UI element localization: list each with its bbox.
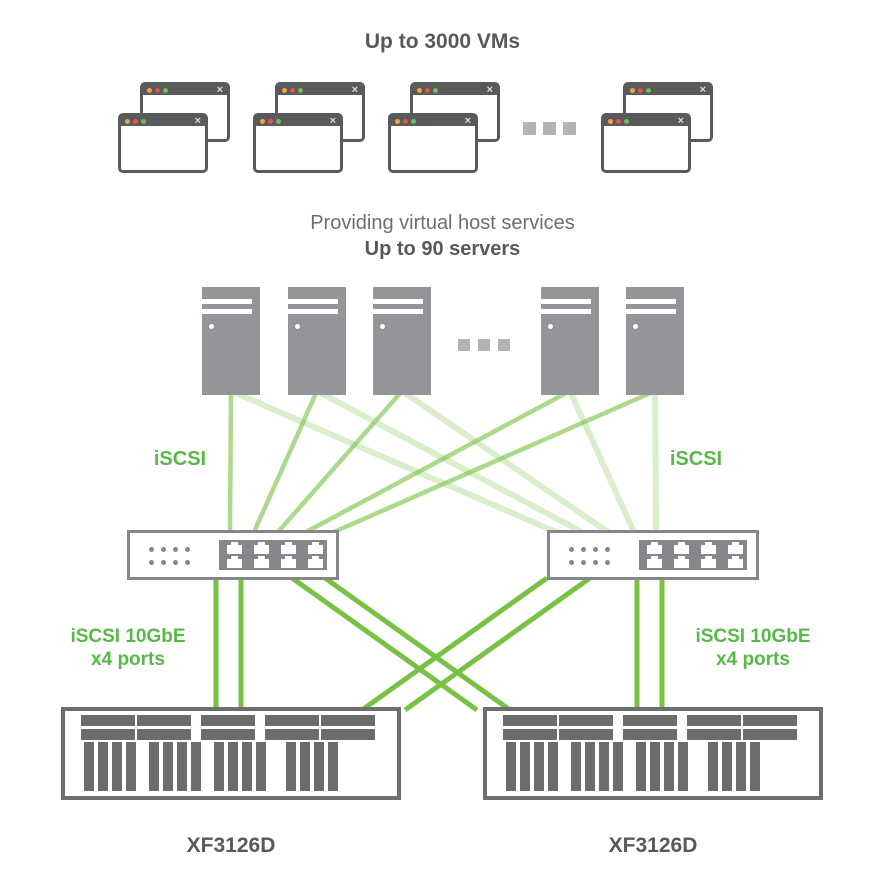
ports-label-line2: x4 ports bbox=[716, 649, 790, 670]
ethernet-port-icon bbox=[281, 542, 296, 554]
close-icon bbox=[330, 116, 336, 126]
storage-array-icon bbox=[483, 707, 823, 800]
switch-port-panel bbox=[639, 540, 747, 570]
ethernet-port-icon bbox=[308, 556, 323, 568]
ethernet-port-icon bbox=[227, 542, 242, 554]
ethernet-port-icon bbox=[254, 542, 269, 554]
close-icon bbox=[700, 85, 706, 95]
close-icon bbox=[217, 85, 223, 95]
vm-windows-icon bbox=[388, 82, 500, 173]
switch-port-panel bbox=[219, 540, 327, 570]
server-tower-icon bbox=[202, 287, 260, 395]
server-tower-icon bbox=[626, 287, 684, 395]
iscsi-label-right: iSCSI bbox=[669, 448, 723, 470]
close-icon bbox=[678, 116, 684, 126]
ports-label-line2: x4 ports bbox=[91, 649, 165, 670]
ethernet-port-icon bbox=[281, 556, 296, 568]
subtitle-servers: Up to 90 servers bbox=[364, 238, 521, 260]
vm-window-icon bbox=[253, 113, 343, 173]
ports-label-right: iSCSI 10GbE x4 ports bbox=[663, 625, 843, 671]
ports-label-line1: iSCSI 10GbE bbox=[695, 626, 811, 647]
ethernet-port-icon bbox=[728, 542, 743, 554]
ellipsis-icon bbox=[458, 339, 510, 351]
drive-bay-group bbox=[708, 742, 760, 791]
server-tower-icon bbox=[288, 287, 346, 395]
drive-bay-group bbox=[84, 742, 136, 791]
drive-bay-group bbox=[286, 742, 338, 791]
vm-window-icon bbox=[388, 113, 478, 173]
drive-bay-group bbox=[571, 742, 623, 791]
switch-led-dots bbox=[149, 547, 190, 565]
storage-model-left: XF3126D bbox=[186, 834, 276, 857]
close-icon bbox=[487, 85, 493, 95]
drive-bay-group bbox=[149, 742, 201, 791]
ports-label-line1: iSCSI 10GbE bbox=[70, 626, 186, 647]
ethernet-port-icon bbox=[227, 556, 242, 568]
storage-array-icon bbox=[61, 707, 401, 800]
server-tower-icon bbox=[373, 287, 431, 395]
storage-model-right: XF3126D bbox=[608, 834, 698, 857]
ethernet-port-icon bbox=[701, 542, 716, 554]
ethernet-port-icon bbox=[308, 542, 323, 554]
iscsi-label-left: iSCSI bbox=[153, 448, 207, 470]
close-icon bbox=[352, 85, 358, 95]
vm-window-icon bbox=[118, 113, 208, 173]
subtitle-services: Providing virtual host services bbox=[310, 212, 575, 234]
drive-bay-group bbox=[214, 742, 266, 791]
server-tower-icon bbox=[541, 287, 599, 395]
vm-windows-icon bbox=[601, 82, 713, 173]
switch-led-dots bbox=[569, 547, 610, 565]
ethernet-port-icon bbox=[674, 556, 689, 568]
drive-bay-group bbox=[506, 742, 558, 791]
ethernet-port-icon bbox=[674, 542, 689, 554]
vm-windows-icon bbox=[253, 82, 365, 173]
ethernet-port-icon bbox=[647, 556, 662, 568]
close-icon bbox=[465, 116, 471, 126]
network-switch-icon bbox=[547, 530, 759, 580]
ethernet-port-icon bbox=[701, 556, 716, 568]
network-switch-icon bbox=[127, 530, 339, 580]
vm-windows-icon bbox=[118, 82, 230, 173]
ports-label-left: iSCSI 10GbE x4 ports bbox=[38, 625, 218, 671]
close-icon bbox=[195, 116, 201, 126]
vm-window-icon bbox=[601, 113, 691, 173]
page-title: Up to 3000 VMs bbox=[364, 30, 521, 53]
ethernet-port-icon bbox=[647, 542, 662, 554]
ethernet-port-icon bbox=[728, 556, 743, 568]
ellipsis-icon bbox=[523, 122, 576, 135]
ethernet-port-icon bbox=[254, 556, 269, 568]
drive-bay-group bbox=[636, 742, 688, 791]
